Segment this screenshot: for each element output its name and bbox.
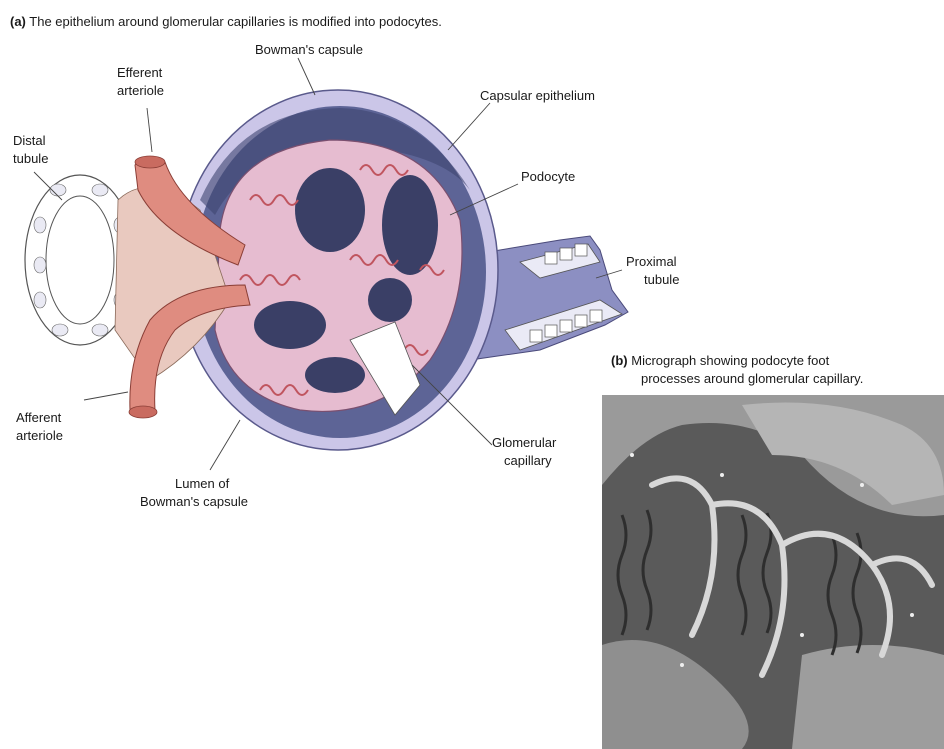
label-lumen-line2: Bowman's capsule — [140, 494, 248, 510]
label-efferent-line2: arteriole — [117, 83, 164, 99]
label-bowmans-capsule: Bowman's capsule — [255, 42, 363, 58]
label-capsular-epithelium: Capsular epithelium — [480, 88, 595, 104]
label-afferent-line1: Afferent — [16, 410, 61, 426]
podocyte-micrograph — [602, 395, 944, 749]
label-proximal-line1: Proximal — [626, 254, 677, 270]
label-glomerular-line1: Glomerular — [492, 435, 556, 451]
label-podocyte: Podocyte — [521, 169, 575, 185]
label-proximal-line2: tubule — [644, 272, 679, 288]
label-distal-line2: tubule — [13, 151, 48, 167]
label-afferent-line2: arteriole — [16, 428, 63, 444]
label-lumen-line1: Lumen of — [175, 476, 229, 492]
label-efferent-line1: Efferent — [117, 65, 162, 81]
label-distal-line1: Distal — [13, 133, 46, 149]
label-glomerular-line2: capillary — [504, 453, 552, 469]
